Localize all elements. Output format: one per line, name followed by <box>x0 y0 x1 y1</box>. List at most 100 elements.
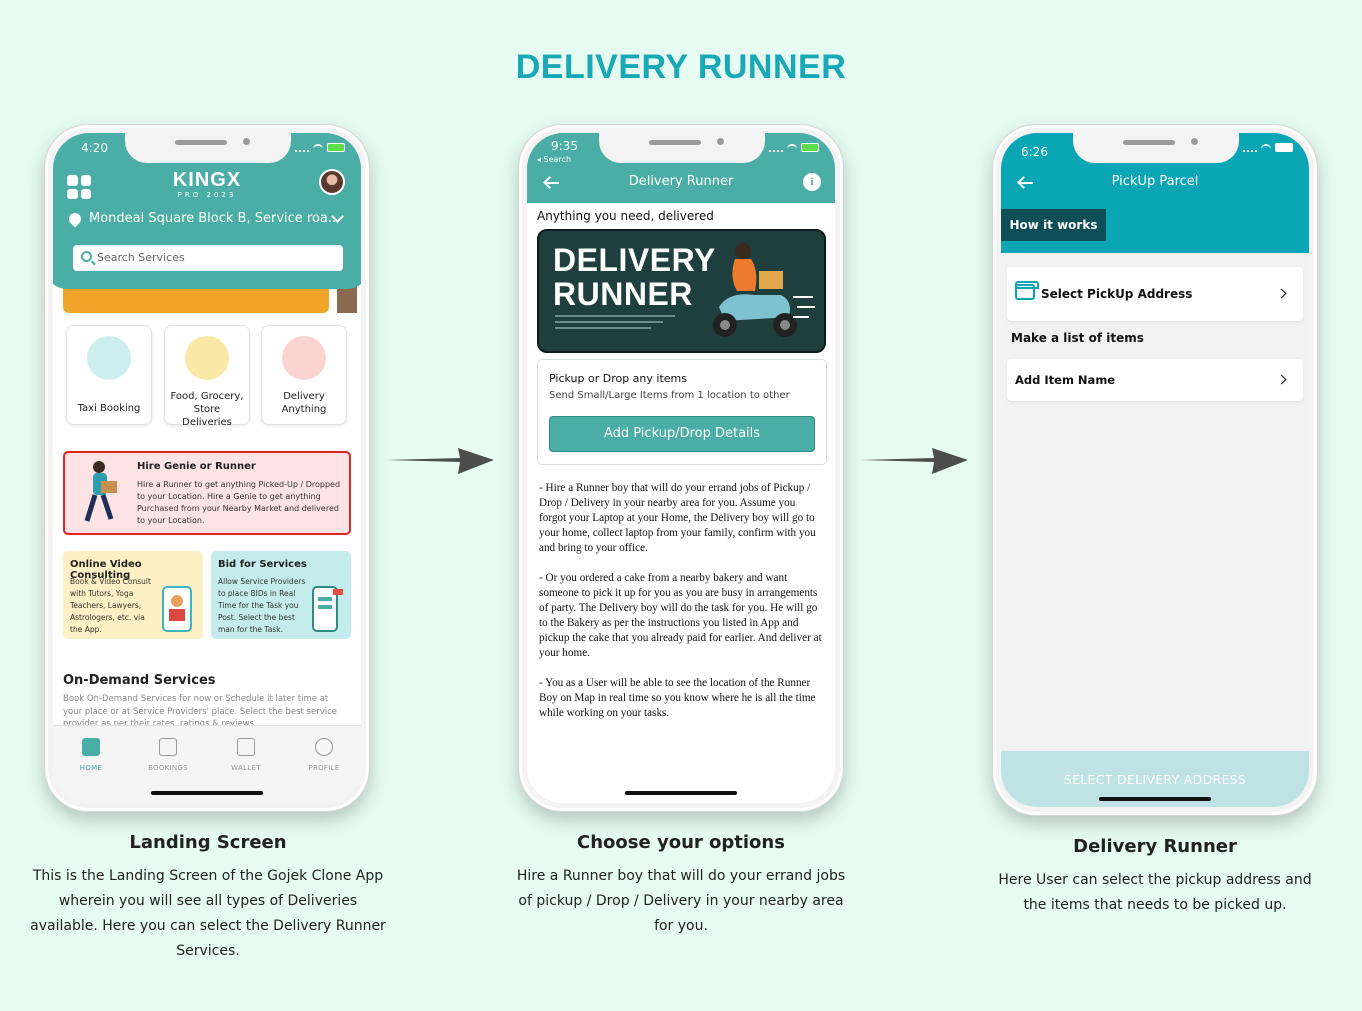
promo-desc: Allow Service Providers to place BIDs in… <box>218 577 306 634</box>
banner-fine-print <box>555 315 675 339</box>
notch <box>1073 133 1239 163</box>
video-consult-icon <box>162 586 192 632</box>
home-icon <box>82 738 100 756</box>
add-item-name-row[interactable]: Add Item Name <box>1007 359 1303 401</box>
hire-genie-runner-card[interactable]: Hire Genie or Runner Hire a Runner to ge… <box>63 451 351 535</box>
service-food-grocery[interactable]: Food, Grocery, Store Deliveries <box>164 325 250 428</box>
subtitle: Anything you need, delivered <box>537 209 714 223</box>
row-label: Select PickUp Address <box>1041 287 1193 301</box>
status-time: 4:20 <box>81 141 108 155</box>
store-box-icon <box>185 336 229 380</box>
arrow-right-icon <box>860 448 968 474</box>
promo-bid-services[interactable]: Bid for Services Allow Service Providers… <box>211 551 351 639</box>
add-pickup-drop-button[interactable]: Add Pickup/Drop Details <box>549 416 815 452</box>
delivery-runner-banner: DELIVERY RUNNER <box>537 229 826 353</box>
back-arrow-icon[interactable] <box>545 182 559 184</box>
pickup-parcel-screen: 6:26 PickUp Parcel How it works Select P… <box>1001 133 1309 807</box>
service-delivery-anything[interactable]: Delivery Anything <box>261 325 347 425</box>
service-label: Food, Grocery, Store Deliveries <box>170 391 244 428</box>
service-label: Taxi Booking <box>77 403 141 414</box>
arrow-right-icon <box>386 448 494 474</box>
description-paragraph: - Or you ordered a cake from a nearby ba… <box>539 572 822 659</box>
app-logo-sub: PRO 2023 <box>177 191 237 199</box>
location-text[interactable]: Mondeal Square Block B, Service roa... <box>89 211 341 226</box>
search-icon <box>81 251 92 262</box>
promo-banner-next[interactable] <box>337 283 357 313</box>
row-label: Add Item Name <box>1015 373 1116 387</box>
search-back-link[interactable]: ◂ Search <box>537 155 572 164</box>
ondemand-title: On-Demand Services <box>63 673 216 688</box>
phone-landing-screen: 4:20 KINGX PRO 2023 Mondeal Square Block… <box>44 124 370 812</box>
description-paragraph: - Hire a Runner boy that will do your er… <box>539 482 816 554</box>
bottom-tab-bar: HOME BOOKINGS WALLET PROFILE <box>53 725 361 803</box>
banner-line-1: DELIVERY <box>553 242 716 278</box>
how-it-works-button[interactable]: How it works <box>1001 209 1106 241</box>
tab-bookings[interactable]: BOOKINGS <box>130 738 206 772</box>
caption-title-runner: Delivery Runner <box>1073 836 1237 857</box>
status-time: 6:26 <box>1021 145 1048 159</box>
runner-illustration-icon <box>84 461 117 522</box>
scooter-rider-icon <box>713 243 815 337</box>
app-logo: KINGX <box>172 169 242 191</box>
chevron-right-icon <box>1276 288 1287 299</box>
promo-title: Online Video Consulting <box>70 559 142 581</box>
promo-title: Bid for Services <box>218 559 307 570</box>
service-taxi-booking[interactable]: Taxi Booking <box>66 325 152 425</box>
promo-video-consulting[interactable]: Online Video Consulting Book & Video Con… <box>63 551 203 639</box>
avatar[interactable] <box>319 169 345 195</box>
bid-phone-icon <box>312 586 343 632</box>
select-delivery-address-button[interactable]: SELECT DELIVERY ADDRESS <box>1001 751 1309 807</box>
pick-desc: Send Small/Large Items from 1 location t… <box>549 390 790 401</box>
pickup-drop-card: Pickup or Drop any items Send Small/Larg… <box>537 359 827 465</box>
status-time: 9:35 <box>551 139 578 153</box>
phone-pickup-parcel: 6:26 PickUp Parcel How it works Select P… <box>992 124 1318 816</box>
store-icon <box>1015 281 1039 300</box>
hire-title: Hire Genie or Runner <box>137 461 256 472</box>
tab-label: PROFILE <box>308 764 340 772</box>
banner-line-2: RUNNER <box>553 276 693 312</box>
caption-desc-runner: Here User can select the pickup address … <box>998 872 1312 913</box>
caption-desc-landing: This is the Landing Screen of the Gojek … <box>30 868 386 959</box>
chevron-right-icon <box>1276 374 1287 385</box>
back-arrow-icon[interactable] <box>1019 182 1033 184</box>
home-indicator <box>1099 797 1211 801</box>
ondemand-desc: Book On-Demand Services for now or Sched… <box>63 694 337 729</box>
page-title: DELIVERY RUNNER <box>515 48 847 86</box>
info-icon[interactable]: i <box>803 173 821 191</box>
tab-label: WALLET <box>231 764 261 772</box>
home-indicator <box>625 791 737 795</box>
home-indicator <box>151 791 263 795</box>
taxi-icon <box>87 336 131 380</box>
menu-grid-icon[interactable] <box>67 175 91 199</box>
nav-title: PickUp Parcel <box>1111 174 1199 189</box>
phone-choose-options: 9:35 ◂ Search Delivery Runner i Anything… <box>518 124 844 812</box>
pickup-body <box>1001 253 1309 807</box>
tab-profile[interactable]: PROFILE <box>286 738 361 772</box>
caption-desc-options: Hire a Runner boy that will do your erra… <box>516 868 846 934</box>
tab-label: BOOKINGS <box>148 764 188 772</box>
description-block: - Hire a Runner boy that will do your er… <box>539 481 825 736</box>
promo-desc: Book & Video Consult with Tutors, Yoga T… <box>70 577 151 634</box>
select-pickup-address-row[interactable]: Select PickUp Address <box>1007 267 1303 321</box>
description-paragraph: - You as a User will be able to see the … <box>539 677 816 719</box>
bookings-icon <box>159 738 177 756</box>
banner-heading: DELIVERY RUNNER <box>553 243 716 311</box>
status-icons <box>295 143 345 152</box>
wallet-icon <box>237 738 255 756</box>
tab-wallet[interactable]: WALLET <box>208 738 284 772</box>
tab-home[interactable]: HOME <box>53 738 129 772</box>
search-placeholder: Search Services <box>97 251 185 264</box>
delivery-box-icon <box>282 336 326 380</box>
nav-title: Delivery Runner <box>628 174 734 189</box>
caption-title-landing: Landing Screen <box>129 832 287 853</box>
location-pin-icon <box>66 210 84 228</box>
notch <box>125 133 291 163</box>
status-icons <box>769 143 819 152</box>
status-icons <box>1243 143 1293 152</box>
pick-title: Pickup or Drop any items <box>549 372 687 385</box>
profile-icon <box>315 738 333 756</box>
list-heading: Make a list of items <box>1011 331 1144 345</box>
search-input[interactable]: Search Services <box>73 245 343 271</box>
tab-label: HOME <box>79 764 103 772</box>
hire-desc: Hire a Runner to get anything Picked-Up … <box>137 480 341 525</box>
